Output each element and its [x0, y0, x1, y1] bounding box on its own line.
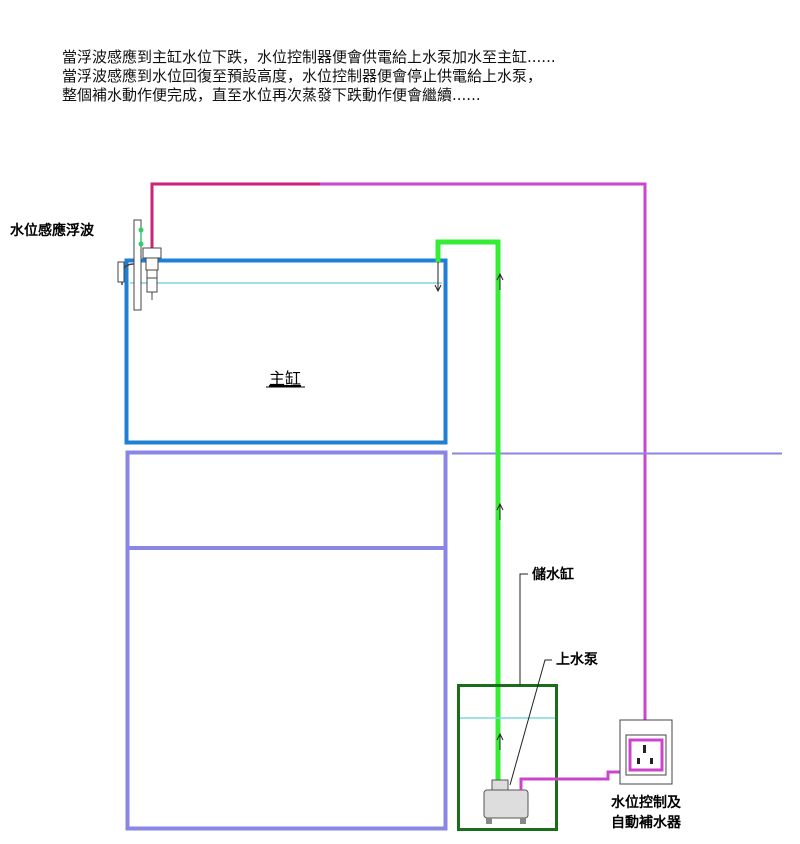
main-tank-label: 主缸	[269, 369, 301, 388]
float-sensor-label: 水位感應浮波	[10, 222, 95, 239]
power-cable-pump-to-controller	[519, 770, 632, 790]
main-tank	[124, 258, 448, 445]
reservoir-leader	[519, 573, 528, 685]
description-text: 當浮波感應到主缸水位下跌，水位控制器便會供電給上水泵加水至主缸...... 當浮…	[62, 48, 782, 105]
sump-cabinet	[125, 450, 782, 831]
power-cable-float-to-controller	[150, 182, 647, 720]
flow-arrows	[434, 262, 504, 750]
controller-label-line-1: 水位控制及	[611, 794, 682, 811]
reservoir-label: 儲水缸	[531, 566, 574, 583]
pump-leader	[509, 659, 552, 786]
description-line-1: 當浮波感應到主缸水位下跌，水位控制器便會供電給上水泵加水至主缸......	[62, 48, 556, 66]
float-sensor	[117, 219, 162, 311]
pump	[483, 779, 529, 824]
controller-unit	[619, 719, 673, 785]
water-pipe	[435, 239, 501, 782]
description-line-3: 整個補水動作便完成，直至水位再次蒸發下跌動作便會繼續......	[62, 86, 481, 104]
controller-label-line-2: 自動補水器	[611, 814, 682, 831]
description-line-2: 當浮波感應到水位回復至預設高度，水位控制器便會停止供電給上水泵，	[62, 67, 543, 85]
pump-label: 上水泵	[556, 651, 598, 668]
reservoir-tank	[457, 684, 558, 831]
